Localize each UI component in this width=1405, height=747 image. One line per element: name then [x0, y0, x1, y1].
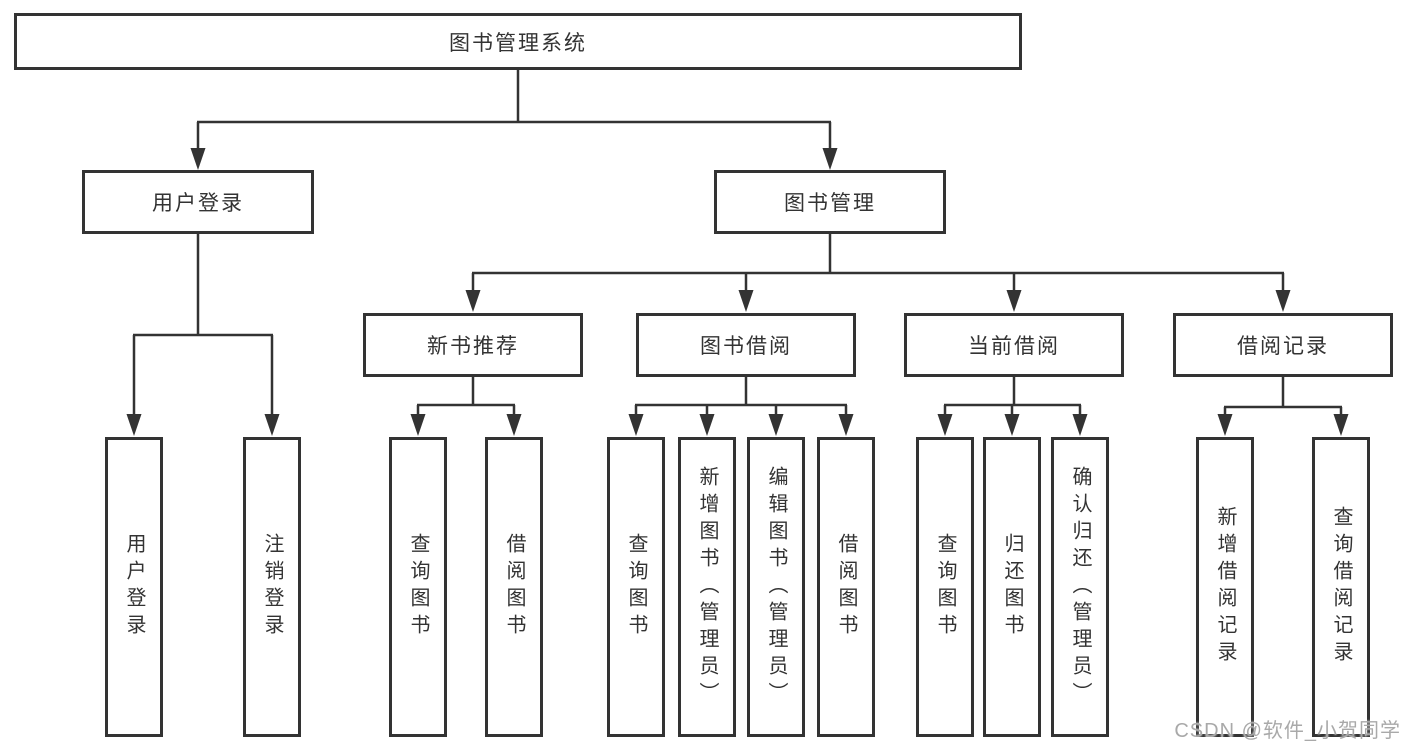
- leaf-user-login: 用户登录: [105, 437, 163, 737]
- leaf-query-books-recommend: 查询图书: [389, 437, 447, 737]
- node-label: 借阅图书: [503, 533, 525, 641]
- leaf-add-books-admin: 新增图书（管理员）: [678, 437, 736, 737]
- node-label: 用户登录: [123, 533, 145, 641]
- leaf-return-books: 归还图书: [983, 437, 1041, 737]
- node-book-borrowing: 图书借阅: [636, 313, 856, 377]
- leaf-borrow-books: 借阅图书: [817, 437, 875, 737]
- node-label: 新增借阅记录: [1214, 506, 1236, 668]
- node-label: 查询借阅记录: [1330, 506, 1352, 668]
- node-book-management: 图书管理: [714, 170, 946, 234]
- node-borrowing-records: 借阅记录: [1173, 313, 1393, 377]
- node-label: 当前借阅: [968, 335, 1060, 358]
- leaf-query-books-borrowing: 查询图书: [607, 437, 665, 737]
- node-library-management-system: 图书管理系统: [14, 13, 1022, 70]
- node-new-book-recommendation: 新书推荐: [363, 313, 583, 377]
- leaf-add-borrow-record: 新增借阅记录: [1196, 437, 1254, 737]
- node-label: 图书管理: [784, 192, 876, 215]
- node-label: 新增图书（管理员）: [696, 465, 718, 709]
- node-label: 归还图书: [1001, 533, 1023, 641]
- node-label: 借阅记录: [1237, 335, 1329, 358]
- node-label: 编辑图书（管理员）: [765, 465, 787, 709]
- node-label: 用户登录: [152, 192, 244, 215]
- node-label: 新书推荐: [427, 335, 519, 358]
- leaf-edit-books-admin: 编辑图书（管理员）: [747, 437, 805, 737]
- csdn-watermark: CSDN @软件_小贺同学: [1174, 720, 1401, 742]
- node-current-borrowing: 当前借阅: [904, 313, 1124, 377]
- leaf-borrow-books-recommend: 借阅图书: [485, 437, 543, 737]
- node-label: 图书借阅: [700, 335, 792, 358]
- leaf-query-borrow-record: 查询借阅记录: [1312, 437, 1370, 737]
- node-user-login: 用户登录: [82, 170, 314, 234]
- node-label: 查询图书: [625, 533, 647, 641]
- leaf-confirm-return-admin: 确认归还（管理员）: [1051, 437, 1109, 737]
- node-label: 确认归还（管理员）: [1069, 465, 1091, 709]
- node-label: 查询图书: [934, 533, 956, 641]
- node-label: 借阅图书: [835, 533, 857, 641]
- node-label: 注销登录: [261, 533, 283, 641]
- leaf-logout: 注销登录: [243, 437, 301, 737]
- node-label: 查询图书: [407, 533, 429, 641]
- leaf-query-books-current: 查询图书: [916, 437, 974, 737]
- node-label: 图书管理系统: [449, 31, 587, 55]
